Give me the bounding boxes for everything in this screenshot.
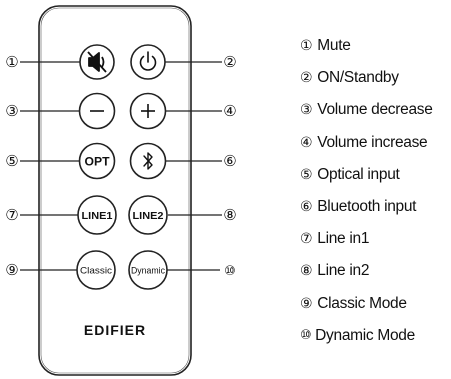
legend-number: ⑦ (300, 231, 313, 248)
callout-num-4: ④ (223, 102, 236, 120)
line2-button-label: LINE2 (133, 210, 164, 222)
legend-text: Mute (317, 37, 351, 55)
callout-num-7: ⑦ (5, 206, 18, 224)
brand-logo: EDIFIER (84, 322, 146, 338)
callout-num-9: ⑨ (5, 261, 18, 279)
legend-number: ③ (300, 102, 313, 119)
legend-text: Line in1 (317, 230, 370, 248)
bluetooth-icon (143, 152, 153, 170)
callout-num-3: ③ (5, 102, 18, 120)
legend-number: ⑨ (300, 295, 313, 312)
dynamic-button-label: Dynamic (131, 266, 165, 276)
callout-num-1: ① (5, 53, 18, 71)
legend-text: Line in2 (317, 262, 370, 280)
mute-icon (87, 51, 107, 73)
optical-button-label: OPT (85, 155, 111, 169)
callout-num-8: ⑧ (223, 206, 236, 224)
legend-text: Volume decrease (317, 101, 433, 119)
callout-num-10: ⑩ (224, 264, 236, 279)
legend-number: ⑩ (300, 328, 312, 344)
legend-number: ② (300, 70, 313, 87)
callout-num-5: ⑤ (5, 152, 18, 170)
plus-icon (141, 104, 155, 118)
callout-num-6: ⑥ (223, 152, 236, 170)
classic-button-label: Classic (80, 266, 112, 277)
legend-number: ④ (300, 134, 313, 151)
legend-number: ⑧ (300, 263, 313, 280)
line2-button[interactable] (128, 195, 168, 235)
legend-number: ⑥ (300, 199, 313, 216)
legend-text: Dynamic Mode (315, 326, 415, 344)
legend-text: Volume increase (317, 133, 428, 151)
legend-text: Optical input (317, 165, 400, 183)
legend-text: ON/Standby (317, 69, 399, 87)
power-icon (139, 51, 157, 71)
remote-body-inner (40, 7, 190, 374)
legend-number: ① (300, 38, 313, 55)
legend-number: ⑤ (300, 166, 313, 183)
line1-button-label: LINE1 (82, 210, 113, 222)
legend-text: Bluetooth input (317, 198, 417, 216)
remote-body (38, 5, 192, 376)
classic-button[interactable] (76, 250, 116, 290)
callout-num-2: ② (223, 53, 236, 71)
dynamic-button[interactable] (128, 250, 168, 290)
optical-button[interactable] (78, 142, 116, 180)
line1-button[interactable] (77, 195, 117, 235)
legend-text: Classic Mode (317, 294, 407, 312)
